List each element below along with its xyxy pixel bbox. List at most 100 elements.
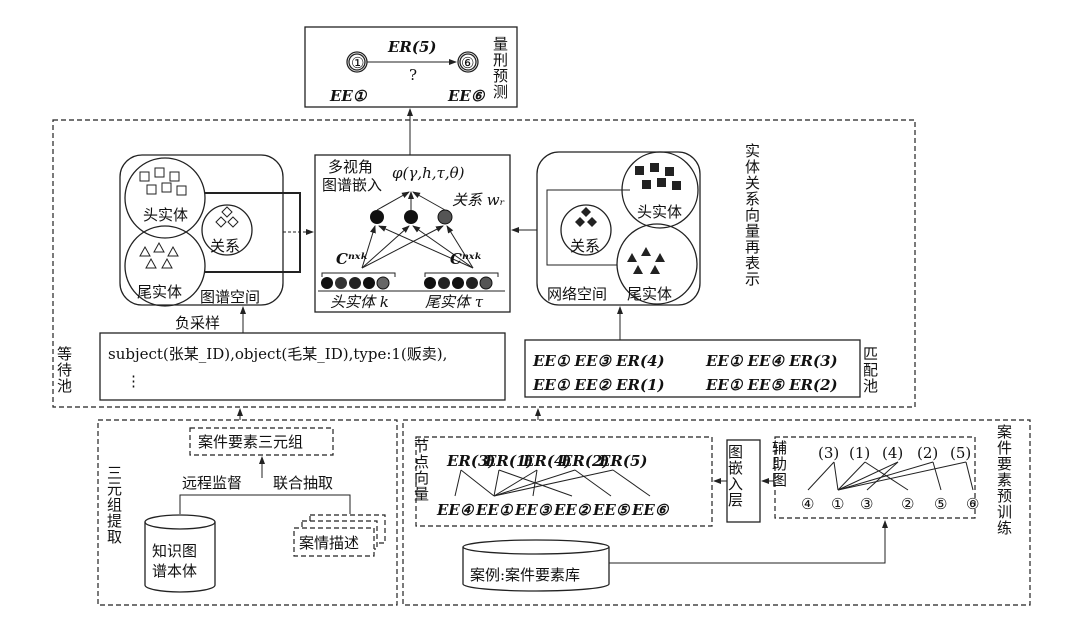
aux-graph-edge bbox=[837, 461, 866, 491]
embedding-layer-label: 图嵌入层 bbox=[726, 444, 744, 508]
node-vector-entity: EE④ bbox=[436, 501, 475, 519]
waiting-pool-label: 等待池 bbox=[55, 345, 73, 394]
graph-relation-label: 关系 bbox=[210, 237, 240, 255]
aux-graph-edge bbox=[932, 461, 942, 491]
aux-graph-entity: ⑥ bbox=[966, 495, 979, 513]
network-tail-label: 尾实体 bbox=[627, 285, 672, 303]
graph-tail-label: 尾实体 bbox=[137, 283, 182, 301]
prediction-title: 量刑预测 bbox=[491, 36, 509, 100]
node-vector-relation: ER(3) bbox=[446, 452, 496, 470]
node-vector-box bbox=[415, 436, 713, 527]
node-vector-relation: ER(5) bbox=[598, 452, 648, 470]
aux-graph-entity: ⑤ bbox=[934, 495, 947, 513]
multi-view-embedding-box: 多视角 图谱嵌入 φ(γ,h,τ,θ) 关系 wᵣ Cⁿˣᵏ Cⁿˣᵏ 头实体 … bbox=[314, 154, 511, 313]
aux-graph-edge bbox=[833, 461, 839, 491]
node-vector-entity: EE⑥ bbox=[631, 501, 670, 519]
node-b: ⑥ bbox=[461, 54, 474, 72]
node-vector-edge bbox=[493, 469, 576, 497]
waiting-pool-box bbox=[99, 332, 506, 401]
triple-label: 案件要素三元组 bbox=[198, 433, 303, 451]
node-vector-relation: ER(1) bbox=[484, 452, 534, 470]
embedding-nodes bbox=[370, 209, 453, 225]
entity-a-label: EE① bbox=[329, 87, 368, 105]
aux-graph-entity: ① bbox=[831, 495, 844, 513]
relation-label: ER(5) bbox=[387, 38, 437, 56]
aux-graph-relation: (4) bbox=[882, 444, 903, 462]
graph-head-label: 头实体 bbox=[143, 206, 188, 224]
network-relation-label: 关系 bbox=[570, 237, 600, 255]
node-vector-edge bbox=[493, 469, 614, 497]
node-vector-edge bbox=[493, 469, 500, 497]
network-space-label: 网络空间 bbox=[547, 285, 607, 303]
entity-b-label: EE⑥ bbox=[447, 87, 486, 105]
relation-weight-label: 关系 wᵣ bbox=[452, 191, 505, 209]
graph-space-panel: 头实体 关系 尾实体 图谱空间 bbox=[119, 154, 301, 307]
waiting-pool-line-2: ⋮ bbox=[126, 372, 141, 390]
tail-entity-vectors bbox=[424, 276, 493, 290]
ontology-database: 知识图 谱本体 bbox=[144, 514, 216, 593]
embedding-title-2: 图谱嵌入 bbox=[322, 176, 382, 194]
aux-graph-relation: (1) bbox=[849, 444, 870, 462]
pretraining-label: 案件要素预训练 bbox=[995, 423, 1013, 536]
re-representation-label: 实体关系向量再表示 bbox=[743, 143, 761, 287]
node-vector-entity: EE③ bbox=[514, 501, 553, 519]
matching-pool-label: 匹配池 bbox=[861, 346, 879, 394]
unknown-mark: ? bbox=[409, 66, 417, 84]
matrix-right: Cⁿˣᵏ bbox=[450, 250, 482, 268]
node-vector-entity: EE② bbox=[553, 501, 592, 519]
embedding-title-1: 多视角 bbox=[328, 158, 373, 176]
node-vector-edge bbox=[454, 469, 462, 497]
pretraining-region: 案件要素预训练 节点向量 ER(3)ER(1)ER(4)ER(2)ER(5) EE… bbox=[402, 419, 1031, 606]
aux-graph-edge bbox=[965, 461, 974, 491]
node-vector-edge bbox=[574, 469, 612, 497]
aux-graph-box bbox=[774, 436, 976, 519]
triple-extraction-region: 三元组提取 案件要素三元组 远程监督 联合抽取 知识图 谱本体 案情描述 bbox=[97, 419, 398, 606]
aux-graph-edge bbox=[837, 461, 899, 491]
negative-sampling-label: 负采样 bbox=[175, 314, 220, 332]
waiting-pool-line-1: subject(张某_ID),object(毛某_ID),type:1(贩卖), bbox=[108, 345, 447, 363]
aux-graph-label: 辅助图 bbox=[770, 440, 788, 488]
match-row-2-b: EE① EE⑤ ER(2) bbox=[705, 376, 838, 394]
aux-graph-edge bbox=[807, 461, 835, 491]
aux-graph-edge bbox=[837, 461, 934, 491]
case-element-database: 案例:案件要素库 bbox=[462, 539, 610, 592]
head-entity-icons bbox=[139, 167, 187, 196]
node-vector-label: 节点向量 bbox=[412, 438, 430, 502]
aux-graph-edge bbox=[866, 461, 899, 491]
representation-region bbox=[52, 119, 916, 408]
case-description-stack: 案情描述 bbox=[293, 514, 386, 557]
node-a: ① bbox=[351, 54, 364, 72]
match-row-2-a: EE① EE② ER(1) bbox=[532, 376, 665, 394]
graph-space-label: 图谱空间 bbox=[200, 288, 260, 306]
matching-pool-box bbox=[524, 339, 861, 398]
node-vector-entity: EE① bbox=[475, 501, 514, 519]
case-description-label: 案情描述 bbox=[299, 534, 359, 552]
ontology-line-1: 知识图 bbox=[152, 542, 197, 560]
aux-graph-relation: (5) bbox=[950, 444, 971, 462]
tail-entity-icons bbox=[139, 241, 179, 269]
sentencing-prediction-box: ① ⑥ ER(5) ? EE① EE⑥ 量刑预测 bbox=[304, 26, 518, 108]
head-entity-vectors bbox=[321, 276, 390, 290]
node-vector-edge bbox=[493, 469, 538, 497]
node-vector-edge bbox=[612, 469, 651, 497]
node-vector-relation: ER(2) bbox=[560, 452, 610, 470]
network-relation-icons bbox=[575, 207, 597, 227]
ontology-line-2: 谱本体 bbox=[152, 562, 197, 580]
node-vector-entity: EE⑤ bbox=[592, 501, 631, 519]
network-head-label: 头实体 bbox=[637, 203, 682, 221]
distant-supervision-label: 远程监督 bbox=[182, 474, 242, 492]
node-vector-relation: ER(4) bbox=[522, 452, 572, 470]
triple-extraction-label: 三元组提取 bbox=[105, 465, 123, 545]
aux-graph-entity: ③ bbox=[860, 495, 873, 513]
database-label: 案例:案件要素库 bbox=[470, 566, 580, 584]
aux-graph-relation: (3) bbox=[818, 444, 839, 462]
network-space-panel: 头实体 关系 网络空间 尾实体 bbox=[536, 151, 701, 306]
tail-entity-tau-label: 尾实体 τ bbox=[425, 293, 484, 311]
aux-graph-entity: ② bbox=[901, 495, 914, 513]
head-entity-k-label: 头实体 k bbox=[330, 293, 389, 311]
matrix-left: Cⁿˣᵏ bbox=[336, 250, 368, 268]
network-head-icons bbox=[635, 163, 681, 190]
aux-graph-entity: ④ bbox=[801, 495, 814, 513]
joint-extraction-label: 联合抽取 bbox=[273, 474, 333, 492]
